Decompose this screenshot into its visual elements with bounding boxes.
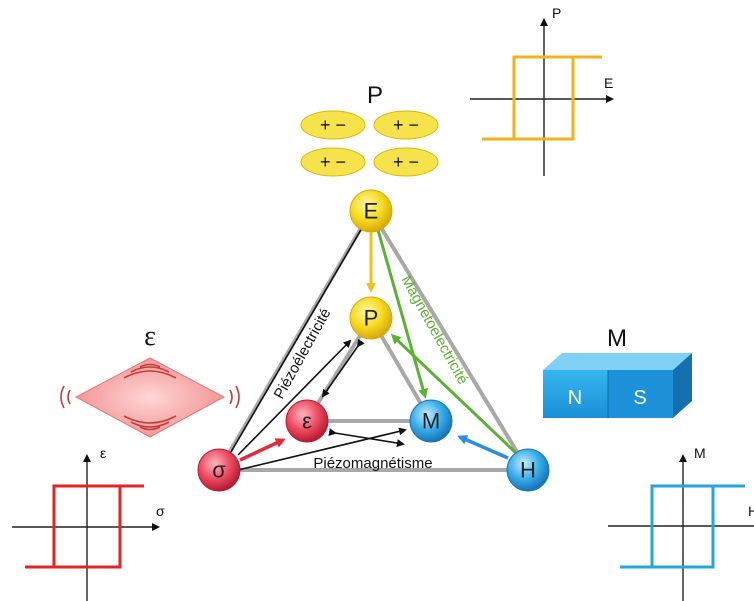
polarization-title: P: [367, 82, 383, 109]
node-epsilon: ε: [285, 399, 329, 443]
node-h-label: H: [520, 458, 536, 483]
hysteresis-es: ε σ: [12, 445, 165, 601]
hysteresis-pe: P E: [470, 5, 614, 176]
node-e-label: E: [364, 199, 379, 224]
sigma-to-m-arrow: [237, 427, 407, 471]
mh-y-label: M: [694, 445, 706, 461]
strain-title: ε: [144, 321, 156, 352]
dipole-ellipse: [300, 110, 366, 140]
dipole-label: + −: [393, 115, 419, 135]
magnetoelectric-label: Magnetoelectricité: [398, 273, 472, 388]
e-to-sigma-line: [230, 227, 363, 453]
p-epsilon-arrow: [321, 338, 365, 398]
node-e: E: [349, 189, 393, 233]
node-h: H: [506, 448, 550, 492]
magnet-south-label: S: [633, 387, 646, 409]
node-sigma-label: σ: [212, 458, 226, 483]
vibrating-plate-icon: [60, 357, 240, 438]
dipole-label: + −: [320, 115, 346, 135]
dipole-ellipse: [300, 147, 366, 177]
node-m: M: [409, 399, 453, 443]
triangle-frame: [217, 209, 530, 472]
piezomagnetic-label: Piézomagnétisme: [313, 455, 432, 472]
h-to-m-arrow: [457, 435, 509, 460]
h-to-p-arrow: [390, 333, 518, 455]
node-p: P: [349, 296, 393, 340]
bar-magnet-icon: N S: [543, 353, 692, 418]
es-y-label: ε: [100, 445, 106, 461]
e-to-m-arrow: [376, 229, 428, 399]
coupling-arrows: [230, 227, 518, 471]
node-epsilon-label: ε: [302, 409, 312, 434]
magnet-title: M: [607, 325, 627, 352]
dipole-ellipse: [373, 147, 439, 177]
hysteresis-mh: M H: [608, 445, 754, 601]
dipole-label: + −: [320, 152, 346, 172]
magnet-north-label: N: [568, 387, 582, 409]
mh-x-label: H: [748, 503, 754, 519]
node-m-label: M: [422, 409, 440, 434]
pe-x-label: E: [604, 75, 613, 91]
dipole-ellipse: [373, 110, 439, 140]
sigma-to-epsilon-arrow: [239, 438, 286, 462]
pe-y-label: P: [552, 5, 561, 21]
es-x-label: σ: [156, 503, 165, 519]
node-sigma: σ: [197, 448, 241, 492]
node-p-label: P: [364, 306, 379, 331]
dipole-group: + − + − + − + −: [300, 110, 439, 177]
dipole-label: + −: [393, 152, 419, 172]
piezoelectric-label: Piézoélectricité: [271, 305, 335, 401]
